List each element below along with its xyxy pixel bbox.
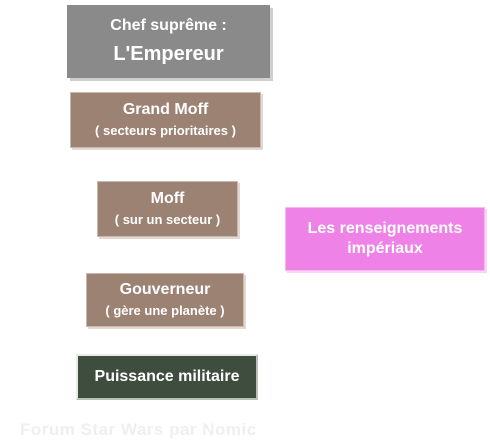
military-label: Puissance militaire xyxy=(94,368,240,385)
moff-desc: ( sur un secteur ) xyxy=(114,212,221,228)
emperor-title: Chef suprême : xyxy=(110,17,227,34)
moff-title: Moff xyxy=(150,190,185,208)
grand-moff-desc: ( secteurs prioritaires ) xyxy=(95,123,236,139)
footer-watermark: Forum Star Wars par Nomic xyxy=(20,420,257,439)
moff-box: Moff ( sur un secteur ) xyxy=(97,181,238,237)
governor-title: Gouverneur xyxy=(119,281,211,299)
emperor-box: Chef suprême : L'Empereur xyxy=(67,5,270,78)
intelligence-box: Les renseignements impériaux xyxy=(285,207,485,271)
grand-moff-box: Grand Moff ( secteurs prioritaires ) xyxy=(70,92,261,148)
intelligence-line1: Les renseignements xyxy=(307,220,463,237)
emperor-name: L'Empereur xyxy=(113,43,224,65)
grand-moff-title: Grand Moff xyxy=(122,101,209,119)
intelligence-line2: impériaux xyxy=(347,240,423,257)
governor-desc: ( gère une planète ) xyxy=(105,303,225,319)
governor-box: Gouverneur ( gère une planète ) xyxy=(86,273,244,327)
military-box: Puissance militaire xyxy=(76,354,258,400)
